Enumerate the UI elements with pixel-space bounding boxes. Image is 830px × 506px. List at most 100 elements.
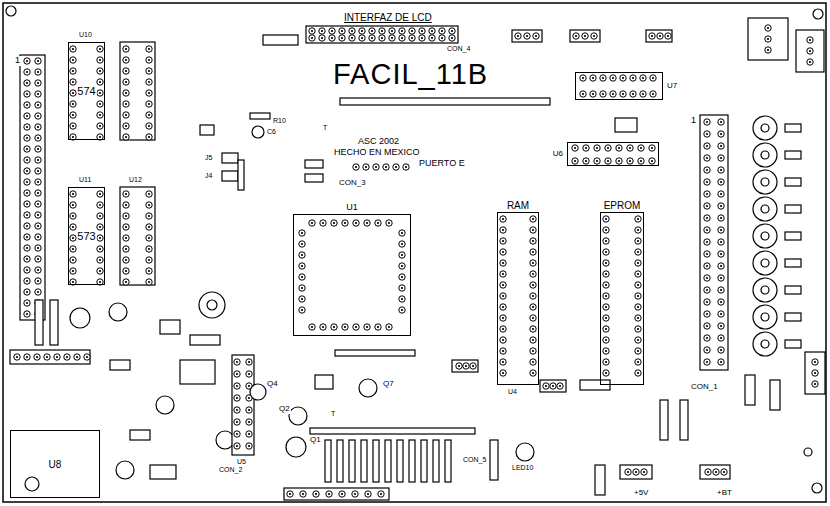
jumper-outline [620, 465, 652, 479]
resistor-symbol [785, 178, 801, 186]
pad-hole [431, 37, 433, 39]
pad-ring [600, 75, 606, 81]
pad-hole [351, 30, 353, 32]
pad-ring [449, 35, 455, 41]
potentiometer-wiper [761, 259, 769, 267]
resistor-symbol [373, 440, 379, 482]
pad-hole [607, 160, 609, 162]
pad-ring [641, 469, 647, 475]
pad-hole [99, 193, 101, 195]
resistor-symbol [238, 160, 244, 190]
pad-ring [389, 28, 395, 34]
pad-ring [246, 371, 252, 377]
pad-hole [248, 409, 250, 411]
pin-pads [765, 25, 771, 53]
pad-ring [594, 158, 600, 164]
chip-label: RAM [506, 200, 530, 211]
regulator-outline [748, 18, 788, 60]
pad-hole [532, 273, 534, 275]
pad-ring [146, 112, 152, 118]
pad-hole [37, 71, 39, 73]
pad-hole [331, 30, 333, 32]
pad-ring [500, 293, 506, 299]
pad-hole [321, 30, 323, 32]
pad-ring [246, 419, 252, 425]
pad-ring [603, 227, 609, 233]
potentiometer-symbol [753, 305, 777, 329]
pad-ring [610, 91, 616, 97]
pad-ring [146, 57, 152, 63]
pad-hole [148, 204, 150, 206]
pad-hole [502, 284, 504, 286]
pad-hole [72, 237, 74, 239]
pad-hole [72, 136, 74, 138]
part-label: HECHO EN MEXICO [333, 148, 421, 158]
pad-ring [530, 348, 536, 354]
diode-symbol [745, 375, 755, 405]
pad-hole [458, 365, 460, 367]
pad-ring [635, 315, 641, 321]
resistor-symbol [785, 259, 801, 267]
pad-hole [441, 30, 443, 32]
pad-hole [26, 236, 28, 238]
pad-ring [500, 359, 506, 365]
pad-ring [234, 419, 240, 425]
pad-ring [375, 220, 381, 226]
pad-hole [395, 166, 397, 168]
resistor-symbol [110, 360, 130, 370]
pad-hole [367, 493, 369, 495]
pad-ring [572, 145, 578, 151]
resistor-symbol [35, 300, 43, 345]
pad-ring [765, 25, 771, 31]
pad-ring [24, 124, 30, 130]
pad-ring [35, 256, 41, 262]
pad-ring [123, 101, 129, 107]
jumper-outline [512, 30, 542, 42]
pad-hole [720, 349, 722, 351]
pad-ring [603, 271, 609, 277]
pad-hole [377, 222, 379, 224]
pad-hole [532, 306, 534, 308]
pad-hole [125, 48, 127, 50]
pad-hole [706, 361, 708, 363]
memory-chip: EPROM [600, 212, 644, 385]
pad-ring [97, 202, 103, 208]
pad-ring [470, 363, 476, 369]
pad-ring [635, 348, 641, 354]
pad-hole [301, 309, 303, 311]
pad-ring [500, 216, 506, 222]
pad-hole [809, 61, 811, 63]
pad-ring [320, 220, 326, 226]
potentiometer-symbol [753, 143, 777, 167]
pad-hole [720, 169, 722, 171]
pad-hole [236, 421, 238, 423]
pad-hole [602, 77, 604, 79]
transistor-symbol [116, 461, 134, 479]
pad-ring [409, 35, 415, 41]
pad-hole [72, 59, 74, 61]
potentiometer-symbol [753, 170, 777, 194]
pad-ring [530, 337, 536, 343]
pad-ring [24, 289, 30, 295]
pad-hole [99, 237, 101, 239]
pad-hole [86, 356, 88, 358]
pad-hole [618, 147, 620, 149]
pad-hole [451, 30, 453, 32]
pad-ring [409, 28, 415, 34]
pad-ring [123, 224, 129, 230]
pad-ring [352, 491, 358, 497]
pad-ring [369, 35, 375, 41]
pad-ring [329, 35, 335, 41]
part-label: CON_3 [338, 179, 367, 188]
header-outline [20, 55, 45, 320]
pad-hole [385, 166, 387, 168]
pad-hole [720, 301, 722, 303]
pad-hole [706, 337, 708, 339]
pad-hole [532, 317, 534, 319]
pad-hole [72, 48, 74, 50]
pad-hole [125, 125, 127, 127]
pad-hole [37, 104, 39, 106]
pad-hole [465, 365, 467, 367]
part-label: PUERTO E [418, 159, 466, 169]
pad-ring [35, 124, 41, 130]
